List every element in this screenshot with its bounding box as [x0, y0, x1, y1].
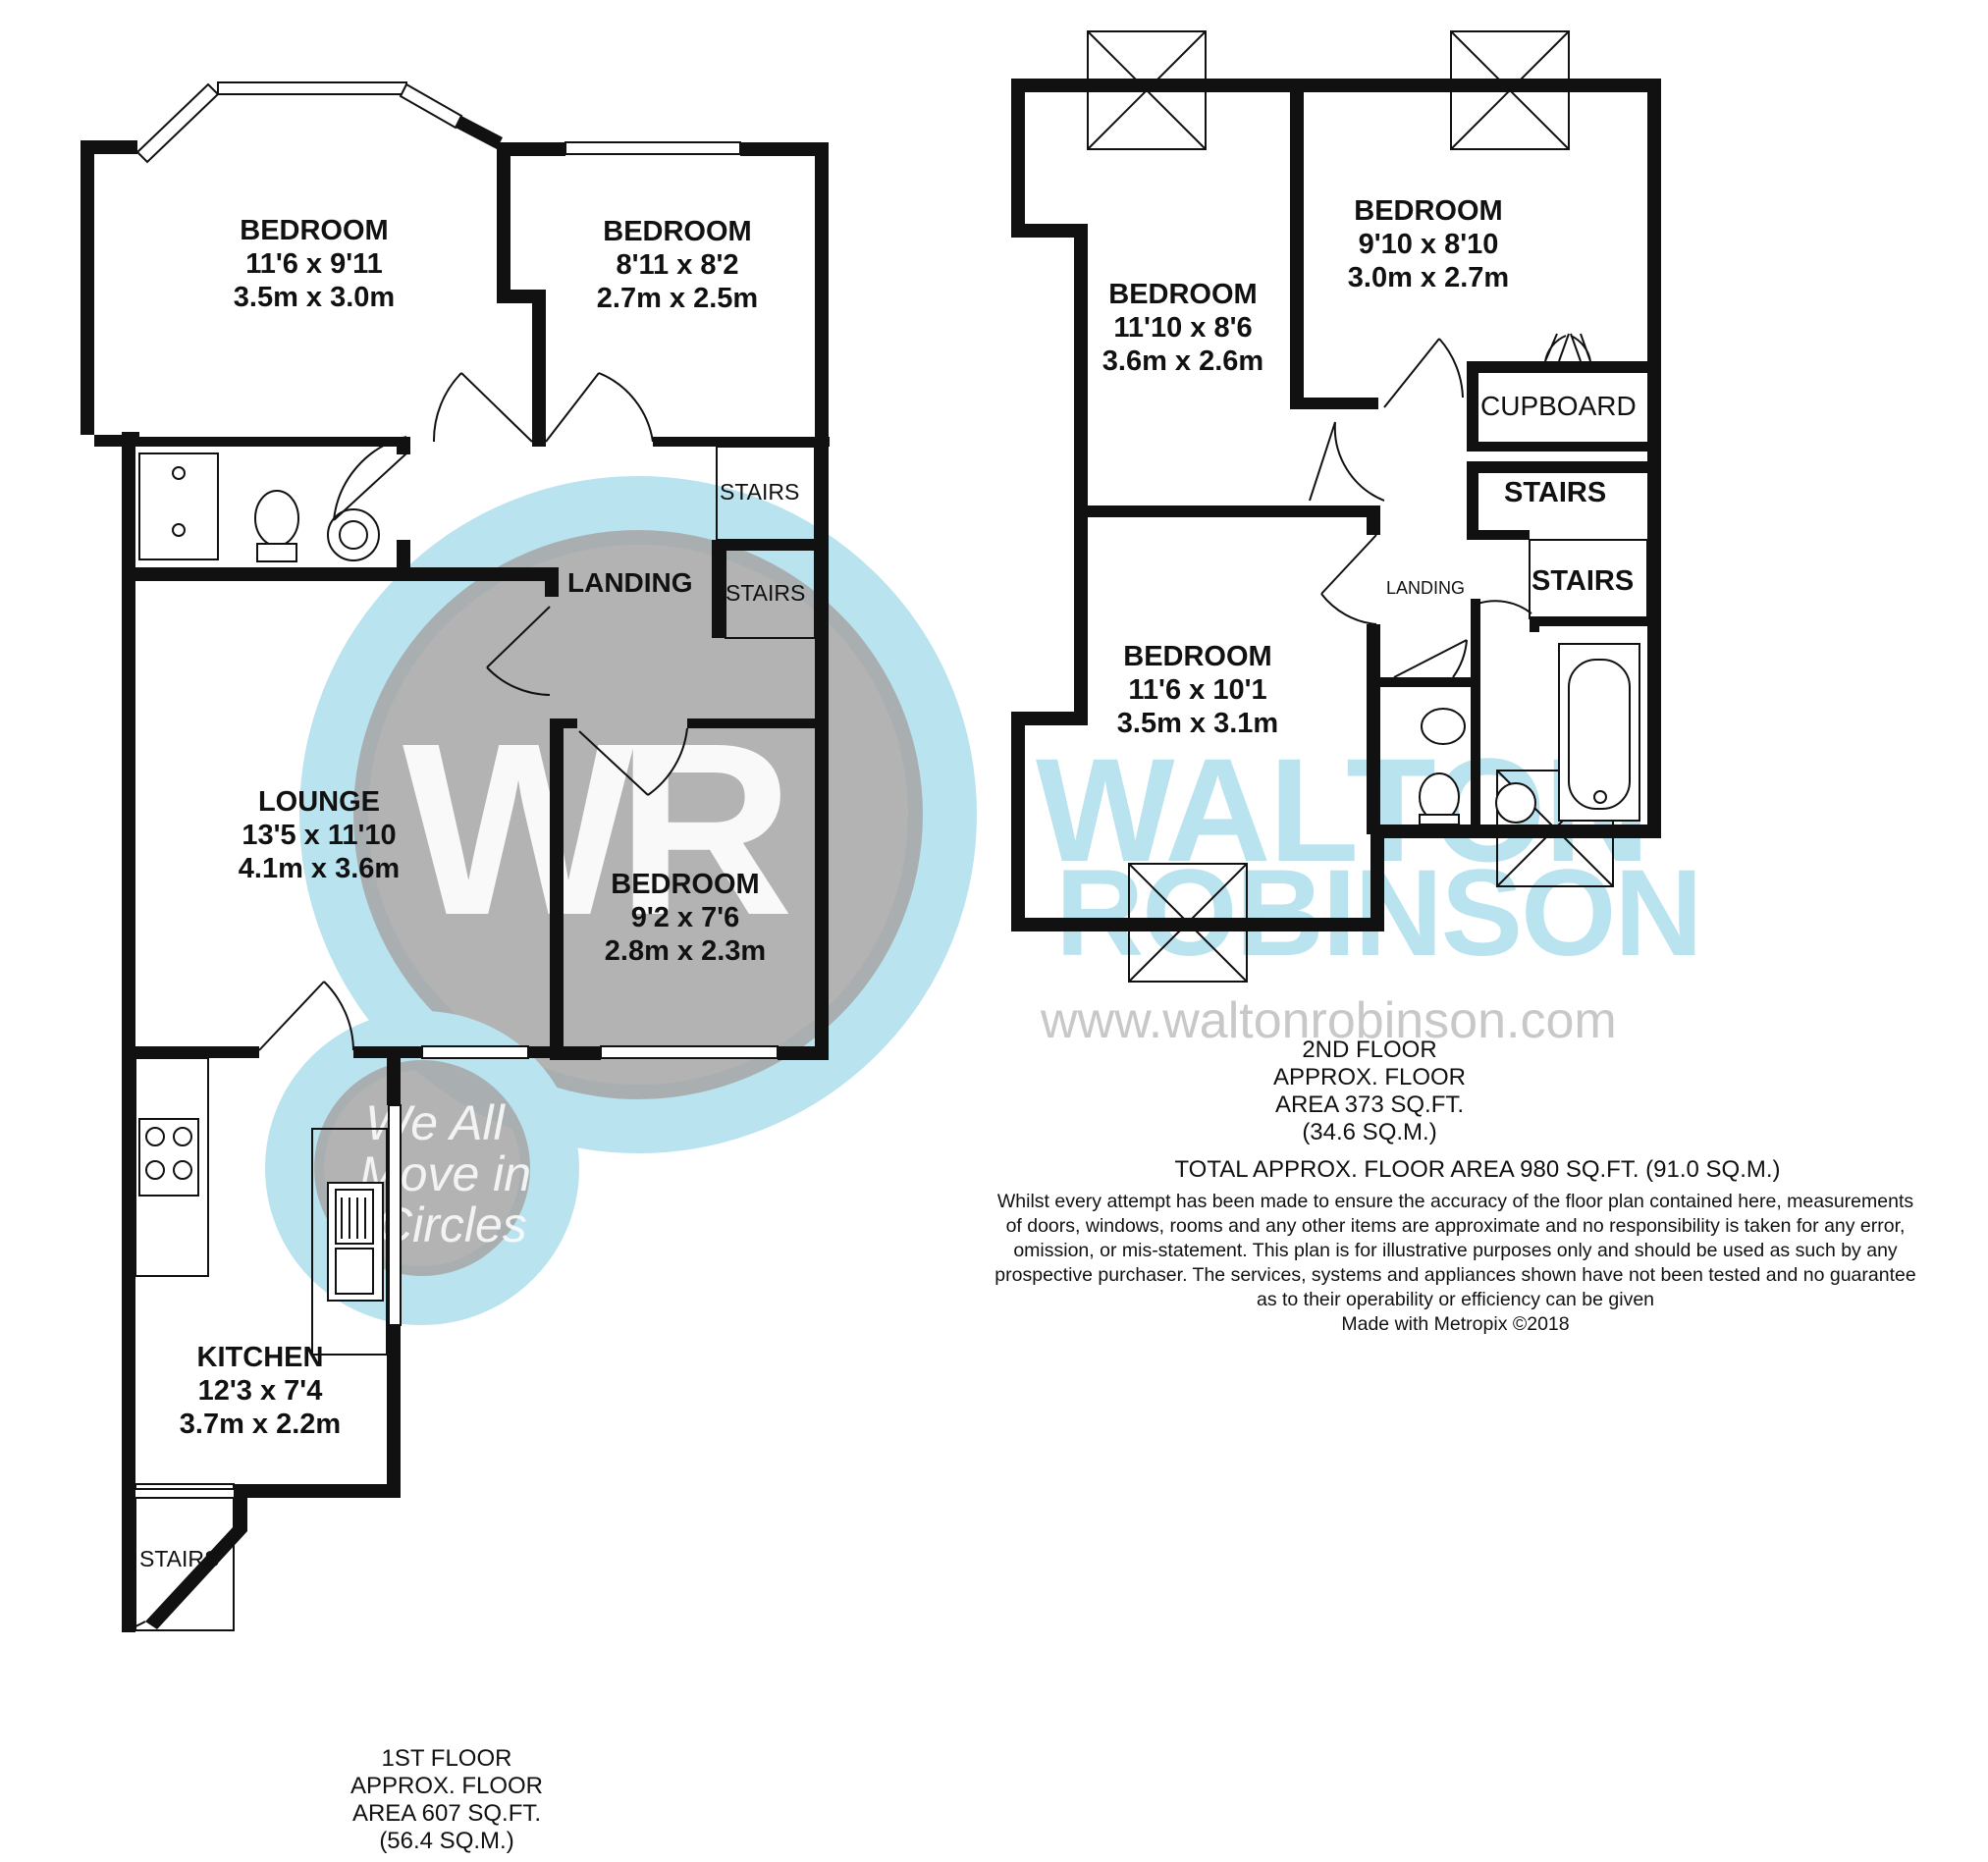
room-size-imperial: 9'10 x 8'10: [1358, 229, 1499, 260]
label-stairs-5: STAIRS: [1531, 565, 1635, 597]
first-floor-walls: [81, 81, 830, 1632]
room-name: BEDROOM: [611, 869, 760, 900]
total-floor-area: TOTAL APPROX. FLOOR AREA 980 SQ.FT. (91.…: [1174, 1156, 1781, 1183]
summary-line: 1ST FLOOR: [381, 1745, 512, 1772]
first-floor-fixtures: [134, 452, 388, 1631]
summary-line: (34.6 SQ.M.): [1302, 1119, 1437, 1145]
label-stairs-1: STAIRS: [720, 479, 800, 505]
summary-line: AREA 607 SQ.FT.: [351, 1800, 542, 1827]
room-kitchen: KITCHEN 12'3 x 7'4 3.7m x 2.2m: [152, 1341, 368, 1441]
label-landing: LANDING: [567, 567, 693, 598]
label-stairs-2: STAIRS: [725, 580, 806, 606]
room-name: BEDROOM: [603, 216, 752, 247]
watermark-brand-line1: WALTON: [1036, 727, 1650, 892]
room-size-metric: 2.8m x 2.3m: [604, 935, 767, 967]
disclaimer-line: of doors, windows, rooms and any other i…: [1005, 1215, 1906, 1237]
credit: Made with Metropix ©2018: [1341, 1313, 1570, 1335]
room-size-metric: 2.7m x 2.5m: [596, 283, 759, 314]
room-size-metric: 4.1m x 3.6m: [238, 853, 401, 884]
summary-line: APPROX. FLOOR: [1272, 1064, 1467, 1091]
second-floor-walls: [1011, 79, 1661, 931]
room-name: BEDROOM: [1123, 641, 1272, 672]
watermark-url: www.waltonrobinson.com: [1041, 992, 1617, 1049]
second-floor-fixtures: [1419, 643, 1640, 825]
room-name: BEDROOM: [1354, 195, 1503, 227]
watermark-monogram: WR: [403, 692, 793, 966]
room-lounge: LOUNGE 13'5 x 11'10 4.1m x 3.6m: [196, 785, 442, 885]
summary-line: (56.4 SQ.M.): [379, 1828, 514, 1854]
room-size-imperial: 9'2 x 7'6: [630, 902, 740, 933]
watermark-slogan-3: Circles: [377, 1197, 527, 1252]
disclaimer-line: prospective purchaser. The services, sys…: [994, 1264, 1916, 1286]
room-name: LOUNGE: [257, 786, 381, 818]
room-bedroom-5: BEDROOM 9'10 x 8'10 3.0m x 2.7m: [1320, 194, 1536, 294]
room-bedroom-4: BEDROOM 11'10 x 8'6 3.6m x 2.6m: [1080, 278, 1286, 378]
disclaimer-line: as to their operability or efficiency ca…: [1256, 1289, 1655, 1310]
disclaimer-line: omission, or mis-statement. This plan is…: [1013, 1240, 1898, 1261]
label-cupboard: CUPBOARD: [1480, 391, 1637, 421]
room-name: KITCHEN: [196, 1342, 324, 1373]
room-size-imperial: 11'6 x 9'11: [245, 248, 383, 280]
room-size-metric: 3.5m x 3.1m: [1116, 708, 1279, 739]
disclaimer: Whilst every attempt has been made to en…: [928, 1190, 1983, 1337]
room-bedroom-1: BEDROOM 11'6 x 9'11 3.5m x 3.0m: [196, 214, 432, 314]
first-floor-summary: 1ST FLOOR APPROX. FLOOR AREA 607 SQ.FT. …: [324, 1745, 569, 1855]
room-size-imperial: 13'5 x 11'10: [242, 820, 397, 851]
room-size-metric: 3.5m x 3.0m: [233, 282, 396, 313]
first-floor-doors: [127, 372, 688, 1630]
room-size-imperial: 11'6 x 10'1: [1128, 674, 1267, 706]
disclaimer-line: Whilst every attempt has been made to en…: [996, 1191, 1914, 1212]
room-size-metric: 3.6m x 2.6m: [1101, 346, 1264, 377]
summary-line: AREA 373 SQ.FT.: [1274, 1091, 1465, 1118]
room-bedroom-6: BEDROOM 11'6 x 10'1 3.5m x 3.1m: [1095, 640, 1301, 740]
room-size-metric: 3.7m x 2.2m: [179, 1409, 342, 1440]
room-size-imperial: 12'3 x 7'4: [197, 1375, 323, 1407]
room-size-imperial: 11'10 x 8'6: [1113, 312, 1253, 344]
room-size-imperial: 8'11 x 8'2: [616, 249, 739, 281]
room-name: BEDROOM: [240, 215, 389, 246]
room-bedroom-3: BEDROOM 9'2 x 7'6 2.8m x 2.3m: [577, 868, 793, 968]
label-landing-2: LANDING: [1386, 578, 1466, 598]
second-floor-summary: 2ND FLOOR APPROX. FLOOR AREA 373 SQ.FT. …: [1247, 1037, 1492, 1146]
room-size-metric: 3.0m x 2.7m: [1347, 262, 1510, 293]
room-bedroom-2: BEDROOM 8'11 x 8'2 2.7m x 2.5m: [569, 215, 785, 315]
room-name: BEDROOM: [1108, 279, 1258, 310]
label-stairs-3: STAIRS: [139, 1546, 220, 1571]
label-stairs-4: STAIRS: [1504, 477, 1607, 508]
summary-line: APPROX. FLOOR: [349, 1773, 544, 1799]
second-floor-doors: [1309, 333, 1591, 678]
summary-line: 2ND FLOOR: [1302, 1037, 1437, 1063]
